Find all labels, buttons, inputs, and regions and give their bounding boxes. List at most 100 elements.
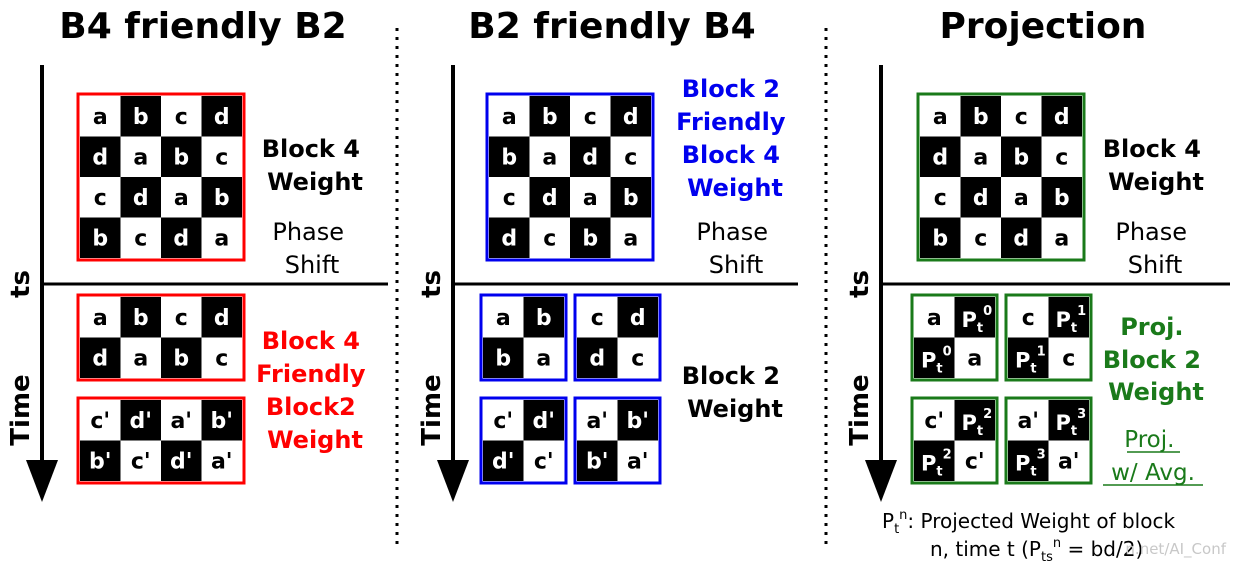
proj-cell-letter: a'	[1058, 450, 1080, 475]
block4-grid-cell	[201, 177, 242, 218]
proj-block4-grid-cell	[920, 136, 961, 177]
proj-block-border	[910, 293, 999, 382]
b4f-top-grid-cell-letter: a	[93, 306, 108, 331]
block4-grid-cell-letter: a	[174, 186, 189, 211]
b2f-grid-cell-letter: c	[584, 105, 597, 130]
proj-p-symbol: Pt3	[1056, 407, 1087, 439]
block4-grid-cell-letter: c	[134, 227, 147, 252]
b2f-grid-cell-letter: a	[542, 146, 557, 171]
proj-block4-grid-cell	[1001, 177, 1042, 218]
block4-grid-cell	[201, 136, 242, 177]
proj-p-symbol: Pt1	[1015, 345, 1046, 377]
proj-p-symbol: Pt0	[962, 304, 993, 336]
block2-grid-3: a'b'b'a'	[573, 396, 662, 485]
block2-grid-3-cell	[617, 400, 658, 441]
proj-block4-grid-cell	[1041, 217, 1082, 258]
proj-block4-grid-cell-letter: b	[973, 105, 989, 130]
b2f-grid-cell-letter: a	[583, 186, 598, 211]
proj-block4-grid-cell-letter: b	[1054, 186, 1070, 211]
b2f-grid-cell	[610, 177, 651, 218]
proj-block4-grid-cell	[960, 96, 1001, 137]
block2-grid-0-cell-letter: b	[536, 306, 552, 331]
b4f-bottom-grid-cell	[80, 400, 121, 441]
block4-grid-cell-letter: d	[92, 146, 108, 171]
b4f-bottom-grid-cell-letter: d'	[170, 450, 192, 475]
block2-grid-3-cell	[577, 400, 618, 441]
panel-title-b2-friendly-b4: B2 friendly B4	[468, 6, 755, 47]
block2-grid-2-cell	[523, 400, 564, 441]
b4f-bottom-grid-border	[76, 396, 246, 485]
block2-grid-2-cell-letter: c'	[493, 409, 513, 434]
b2f-grid-cell-letter: d	[623, 105, 639, 130]
b2f-grid-cell	[610, 217, 651, 258]
proj-block4-grid-cell	[1001, 136, 1042, 177]
proj-block4-grid-cell	[1041, 177, 1082, 218]
b2f-grid-cell-letter: d	[542, 186, 558, 211]
axis-label-ts-3: ts	[845, 270, 875, 298]
proj-block4-grid-cell-letter: a	[1054, 227, 1069, 252]
block4-grid-cell	[161, 217, 202, 258]
b2f-grid-cell-letter: b	[623, 186, 639, 211]
proj-block4-grid-cell-letter: d	[973, 186, 989, 211]
b2f-grid-cell	[529, 177, 570, 218]
block4-grid-cell	[201, 217, 242, 258]
proj-cell	[914, 440, 955, 481]
block4-grid-cell	[201, 96, 242, 137]
proj-block4-grid-cell	[960, 217, 1001, 258]
b4f-bottom-grid-cell-letter: a'	[170, 409, 192, 434]
b2f-grid-cell	[570, 136, 611, 177]
axis-label-time-3: Time	[845, 374, 875, 445]
block2-grid-0-cell	[523, 297, 564, 338]
block4-grid-cell-letter: b	[133, 105, 149, 130]
b4f-top-grid-cell-letter: d	[92, 347, 108, 372]
b4f-top-grid-cell	[80, 337, 121, 378]
b4f-top-grid-cell-letter: b	[133, 306, 149, 331]
b4f-bottom-grid-cell	[201, 400, 242, 441]
block4-grid-cell	[161, 136, 202, 177]
b2f-grid-cell-letter: c	[543, 227, 556, 252]
block2-grid-1-cell-letter: d	[630, 306, 646, 331]
block2-grid-3-cell	[617, 440, 658, 481]
b4f-top-grid-cell-letter: b	[173, 347, 189, 372]
block2-grid-2-cell-letter: c'	[534, 450, 554, 475]
block4-grid-cell	[120, 177, 161, 218]
block2-grid-0-cell-letter: b	[495, 347, 511, 372]
label-phase-shift-3: Phase Shift	[1115, 218, 1194, 279]
proj-block4-grid-cell-letter: a	[933, 105, 948, 130]
proj-block4-grid-cell-letter: d	[1013, 227, 1029, 252]
b4f-bottom-grid-cell-letter: c'	[131, 450, 151, 475]
b4f-bottom-grid-cell	[161, 440, 202, 481]
label-proj-block2-weight: Proj. Block 2 Weight	[1103, 313, 1210, 406]
time-axis-1	[26, 65, 388, 502]
block4-grid-cell-letter: a	[93, 105, 108, 130]
block2-grid-3-cell-letter: a'	[627, 450, 649, 475]
b2f-grid-cell	[489, 217, 530, 258]
label-b4-friendly-b2: Block 4 Friendly Block2 Weight	[256, 327, 374, 454]
block4-grid-cell	[161, 96, 202, 137]
proj-cell	[1048, 400, 1089, 441]
b4f-top-grid-cell-letter: d	[214, 306, 230, 331]
b2f-grid-cell	[489, 96, 530, 137]
block4-grid-cell	[120, 217, 161, 258]
block2-grid-2-border	[479, 396, 568, 485]
b2f-grid-cell	[489, 177, 530, 218]
block4-grid-cell	[120, 136, 161, 177]
block4-grid-cell	[120, 96, 161, 137]
proj-p-symbol: Pt2	[962, 407, 993, 439]
proj-cell	[1048, 337, 1089, 378]
block4-grid-cell-letter: c	[94, 186, 107, 211]
panel-title-projection: Projection	[940, 6, 1147, 47]
proj-block4-grid-cell	[920, 96, 961, 137]
b2f-grid-cell-letter: d	[501, 227, 517, 252]
proj-cell	[1008, 400, 1049, 441]
b4f-bottom-grid-cell-letter: b'	[211, 409, 233, 434]
proj-block4-grid-cell	[920, 177, 961, 218]
block4-grid-cell	[80, 96, 121, 137]
proj-block4-grid-cell	[960, 177, 1001, 218]
b4f-top-grid-cell	[161, 337, 202, 378]
proj-block4-grid-border	[916, 92, 1086, 262]
